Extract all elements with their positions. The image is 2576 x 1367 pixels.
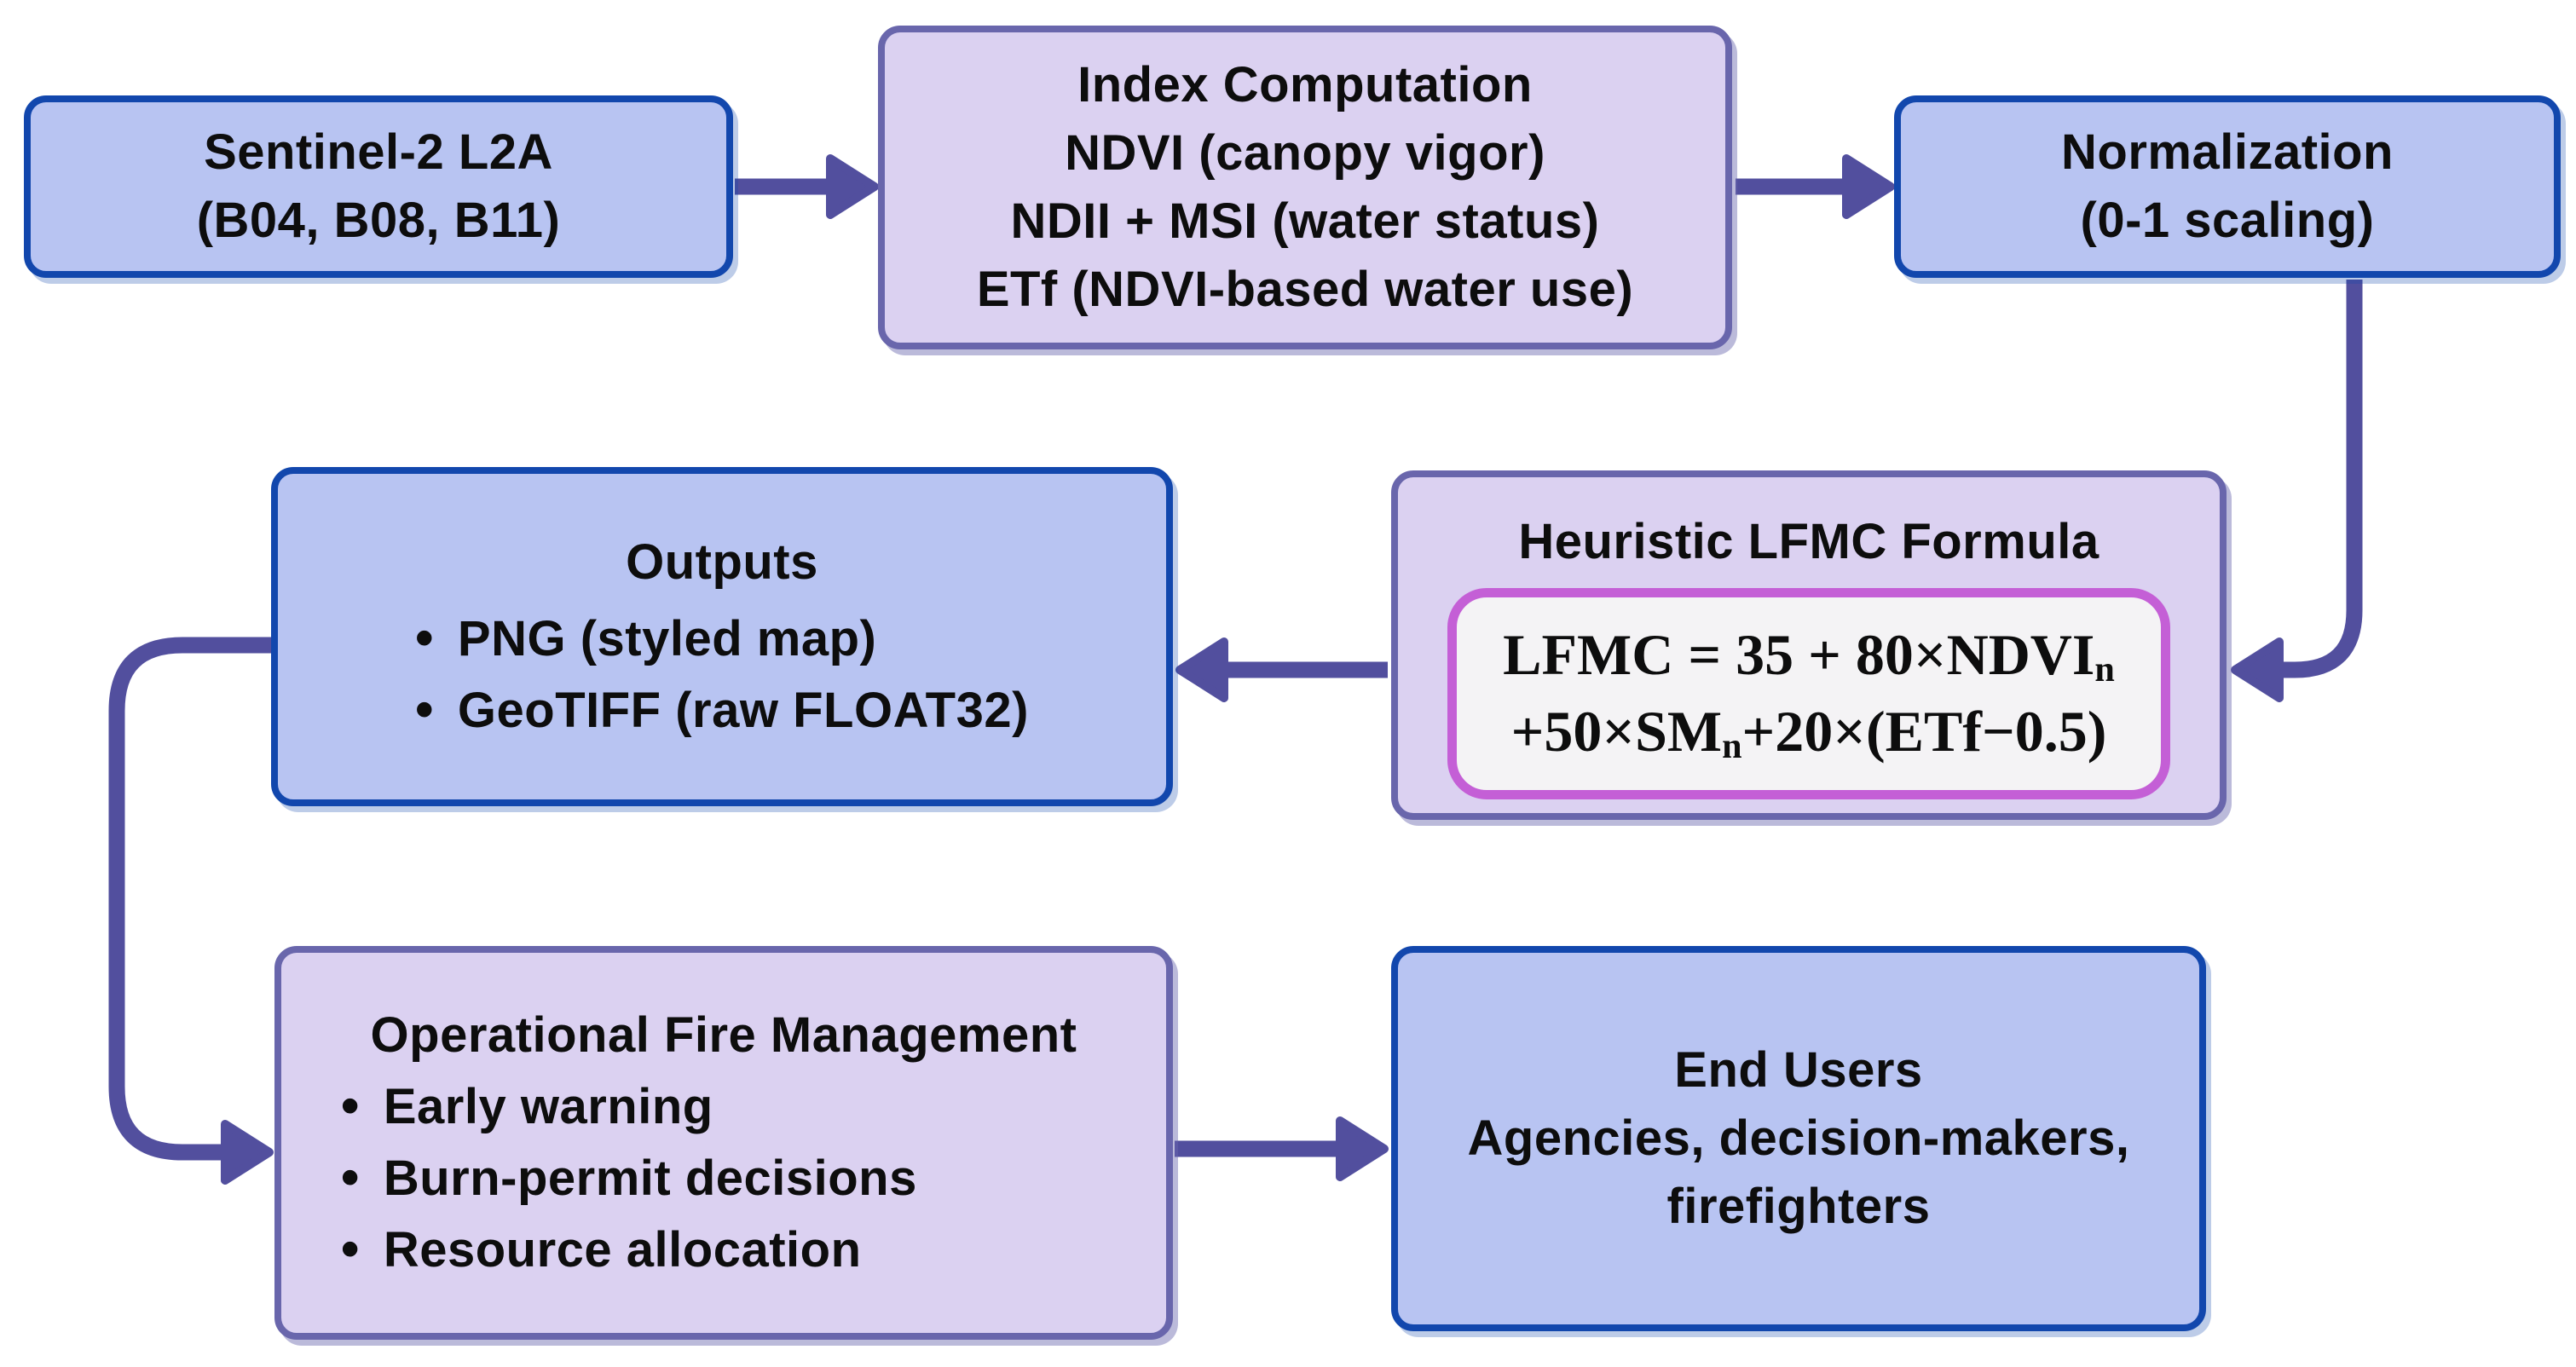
node-title: Heuristic LFMC Formula — [1518, 513, 2099, 569]
arrow-lfmc-to-outputs — [1175, 637, 1388, 702]
node-operational-fire-management: Operational Fire Management • Early warn… — [274, 946, 1173, 1340]
arrow-outputs-to-fire-management — [108, 637, 274, 1185]
node-sentinel2-source: Sentinel-2 L2A (B04, B08, B11) — [24, 95, 733, 278]
bullet-icon: • — [341, 1220, 360, 1278]
arrow-normalization-to-lfmc — [2231, 280, 2363, 702]
list-item-label: Early warning — [383, 1078, 713, 1134]
list-item-label: Resource allocation — [383, 1222, 862, 1278]
node-text-line: firefighters — [1666, 1179, 1931, 1235]
list-item: • Resource allocation — [341, 1213, 862, 1284]
formula-line-2: +50×SMn+20×(ETf−0.5) — [1510, 699, 2107, 766]
node-outputs: Outputs • PNG (styled map) • GeoTIFF (ra… — [271, 467, 1173, 806]
outputs-bullet-list: • PNG (styled map) • GeoTIFF (raw FLOAT3… — [415, 602, 1029, 745]
arrow-index-to-normalization — [1736, 154, 1895, 219]
fire-management-bullet-list: • Early warning • Burn-permit decisions … — [281, 1070, 917, 1284]
list-item: • PNG (styled map) — [415, 602, 876, 673]
arrow-sentinel-to-index — [735, 154, 879, 219]
bullet-icon: • — [341, 1147, 360, 1206]
lfmc-formula-box: LFMC = 35 + 80×NDVIn +50×SMn+20×(ETf−0.5… — [1447, 588, 2170, 799]
node-text-line: NDII + MSI (water status) — [1010, 193, 1600, 249]
node-title: Normalization — [2061, 124, 2394, 180]
node-title: Index Computation — [1077, 56, 1533, 112]
list-item: • Burn-permit decisions — [341, 1141, 917, 1213]
arrow-fire-management-to-end-users — [1175, 1116, 1389, 1181]
node-normalization: Normalization (0-1 scaling) — [1894, 95, 2561, 278]
list-item: • Early warning — [341, 1070, 713, 1141]
node-text-line: (B04, B08, B11) — [196, 193, 561, 248]
node-text-line: (0-1 scaling) — [2080, 193, 2375, 248]
node-index-computation: Index Computation NDVI (canopy vigor) ND… — [878, 26, 1732, 349]
list-item: • GeoTIFF (raw FLOAT32) — [415, 673, 1029, 745]
bullet-icon: • — [415, 680, 434, 739]
bullet-icon: • — [415, 608, 434, 666]
list-item-label: Burn-permit decisions — [383, 1150, 917, 1206]
node-text-line: Sentinel-2 L2A — [204, 124, 553, 180]
node-title: Outputs — [626, 534, 818, 590]
node-title: Operational Fire Management — [370, 1007, 1077, 1063]
formula-line-1: LFMC = 35 + 80×NDVIn — [1503, 622, 2115, 689]
node-text-line: ETf (NDVI-based water use) — [976, 262, 1634, 318]
bullet-icon: • — [341, 1076, 360, 1134]
node-title: End Users — [1674, 1041, 1923, 1098]
node-text-line: NDVI (canopy vigor) — [1065, 124, 1545, 181]
node-heuristic-lfmc-formula: Heuristic LFMC Formula LFMC = 35 + 80×ND… — [1391, 470, 2227, 820]
node-text-line: Agencies, decision-makers, — [1467, 1110, 2130, 1166]
list-item-label: PNG (styled map) — [457, 610, 877, 666]
list-item-label: GeoTIFF (raw FLOAT32) — [457, 683, 1029, 739]
node-end-users: End Users Agencies, decision-makers, fir… — [1391, 946, 2206, 1331]
